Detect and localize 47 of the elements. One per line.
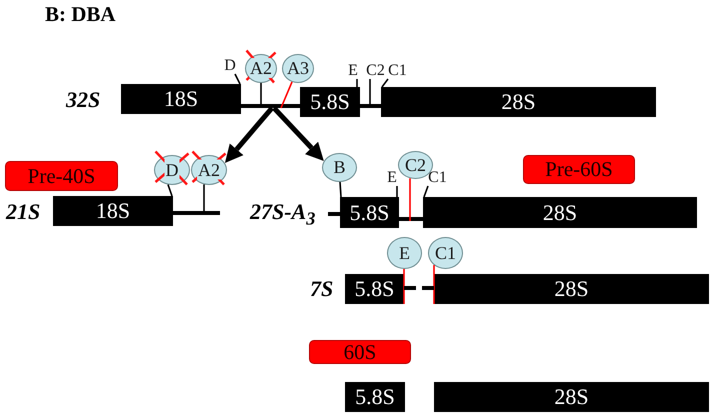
cleavage-site-ellipse: B: [322, 153, 357, 182]
leader-line: [234, 74, 241, 84]
rrna-segment: 5.8S: [345, 274, 404, 304]
leader-line: [167, 184, 173, 196]
rrna-segment: 28S: [434, 382, 709, 412]
particle-tag: Pre-40S: [5, 161, 118, 191]
cleavage-site-ellipse: C1: [428, 237, 463, 269]
leader-line: [356, 79, 358, 87]
particle-tag: 60S: [309, 340, 411, 364]
site-label: C1: [387, 62, 408, 79]
rrna-segment: 28S: [381, 87, 656, 117]
cleavage-line: [403, 269, 405, 304]
leader-line: [339, 182, 342, 198]
rrna-segment: 5.8S: [300, 87, 360, 117]
precursor-label: 32S: [66, 88, 100, 112]
rrna-segment: 28S: [423, 197, 697, 228]
precursor-label: 7S: [310, 277, 334, 301]
leader-line: [423, 186, 429, 198]
cleavage-site-ellipse: A2: [245, 54, 277, 83]
rrna-segment: 28S: [434, 274, 709, 304]
cleavage-site-ellipse: E: [387, 237, 422, 269]
rrna-segment: 5.8S: [345, 382, 405, 412]
panel-title: B: DBA: [45, 2, 116, 26]
leader-line: [381, 78, 389, 88]
leader-line: [396, 186, 398, 197]
arrow: [272, 106, 324, 161]
particle-tag: Pre-60S: [523, 155, 635, 184]
site-label: D: [224, 57, 236, 74]
precursor-label: 21S: [6, 200, 40, 224]
leader-line: [260, 83, 262, 104]
cleavage-site-ellipse: A2: [191, 155, 227, 185]
precursor-label: 27S-A$_{3}$: [250, 200, 316, 230]
cleavage-site-ellipse: A3: [282, 54, 314, 83]
leader-line: [203, 184, 205, 211]
site-label: E: [347, 62, 359, 79]
rrna-segment: 18S: [53, 196, 173, 226]
cleavage-line: [433, 265, 435, 304]
site-label: E: [386, 169, 398, 186]
rrna-segment: 18S: [121, 84, 241, 114]
dashed-spacer-line: [404, 286, 434, 290]
leader-line: [369, 79, 371, 104]
site-label: C2: [365, 62, 386, 79]
rrna-segment: 5.8S: [340, 197, 399, 228]
cleavage-site-ellipse: D: [154, 155, 190, 185]
cleavage-line: [280, 82, 293, 108]
cleavage-line: [409, 178, 411, 221]
arrow: [224, 106, 274, 163]
